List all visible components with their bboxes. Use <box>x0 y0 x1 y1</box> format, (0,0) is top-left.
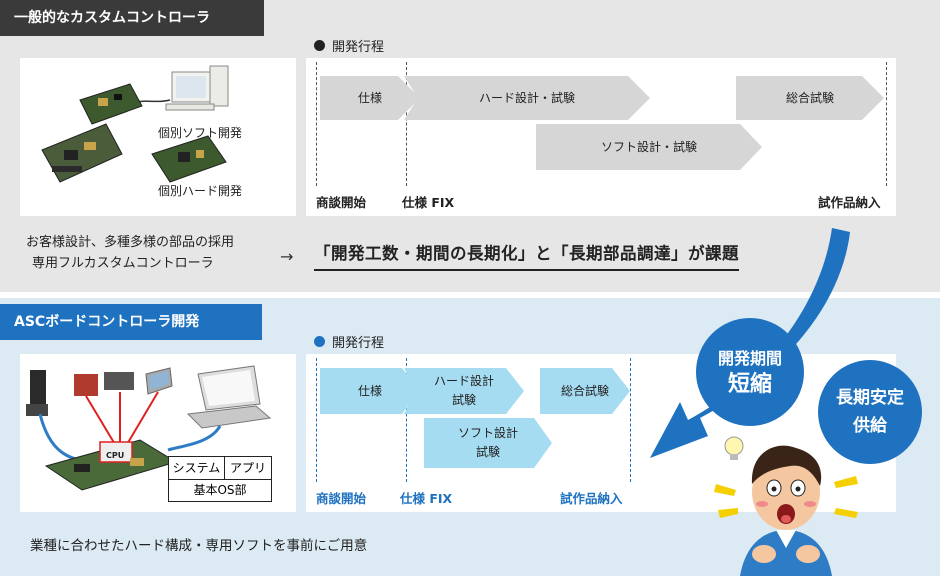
legend-dot-icon <box>314 40 325 51</box>
stack-system: システム <box>169 457 225 480</box>
phase-total: 総合試験 <box>736 76 884 120</box>
stack-os: 基本OS部 <box>193 483 247 497</box>
phase-hard: ハード設計 試験 <box>404 368 524 414</box>
phase-hard-line1: ハード設計 <box>433 374 494 388</box>
phase-soft-line1: ソフト設計 <box>457 426 518 440</box>
legend-label: 開発行程 <box>332 336 385 351</box>
milestone-start: 商談開始 <box>316 491 367 506</box>
milestone-fix: 仕様 FIX <box>402 195 455 210</box>
top-description: お客様設計、多種多様の部品の採用 専用フルカスタムコントローラ <box>26 232 234 274</box>
phase-soft: ソフト設計・試験 <box>536 124 762 170</box>
milestone-delivery: 試作品納入 <box>818 195 881 210</box>
hard-dev-label: 個別ハード開発 <box>158 184 243 198</box>
supply-line1: 長期安定 <box>836 388 904 408</box>
bottom-legend: 開発行程 <box>314 332 384 351</box>
phase-total: 総合試験 <box>540 368 630 414</box>
phase-hard-line2: 試験 <box>451 393 476 407</box>
arrow-right-icon: → <box>280 247 294 266</box>
desc-line: お客様設計、多種多様の部品の採用 <box>26 235 235 250</box>
problem-statement: 「開発工数・期間の長期化」と「長期部品調達」が課題 <box>314 240 739 271</box>
surprised-person-icon <box>714 436 858 576</box>
milestone-line <box>316 62 317 186</box>
legend-dot-icon <box>314 336 325 347</box>
phase-spec: 仕様 <box>320 368 420 414</box>
stack-app: アプリ <box>225 457 271 480</box>
asc-controller-image: CPU システム アプリ 基本OS部 <box>20 354 296 512</box>
legend-label: 開発行程 <box>332 40 385 55</box>
shorten-line1: 開発期間 <box>717 349 782 368</box>
top-timeline: 仕様 ハード設計・試験 ソフト設計・試験 総合試験 商談開始 仕様 FIX 試作… <box>306 58 896 216</box>
software-stack: システム アプリ 基本OS部 <box>168 456 272 502</box>
phase-spec: 仕様 <box>320 76 420 120</box>
conventional-header: 一般的なカスタムコントローラ <box>0 0 264 36</box>
milestone-line <box>406 62 407 186</box>
phase-soft: ソフト設計 試験 <box>424 418 552 468</box>
custom-controller-image: 個別ソフト開発 個別ハード開発 <box>20 58 296 216</box>
top-legend: 開発行程 <box>314 36 384 55</box>
supply-line2: 供給 <box>853 416 887 436</box>
soft-dev-label: 個別ソフト開発 <box>158 126 243 140</box>
milestone-fix: 仕様 FIX <box>400 491 453 506</box>
milestone-line <box>630 358 631 482</box>
desc-line: 専用フルカスタムコントローラ <box>32 256 214 271</box>
shorten-line2: 短縮 <box>727 372 772 397</box>
phase-hard: ハード設計・試験 <box>404 76 650 120</box>
milestone-delivery: 試作品納入 <box>560 491 623 506</box>
bottom-description: 業種に合わせたハード構成・専用ソフトを事前にご用意 <box>30 538 368 554</box>
milestone-line <box>316 358 317 482</box>
milestone-line <box>886 62 887 186</box>
boards-illustration <box>41 65 229 183</box>
asc-header: ASCボードコントローラ開発 <box>0 304 262 340</box>
milestone-line <box>406 358 407 482</box>
asc-illustration <box>26 365 272 491</box>
milestone-start: 商談開始 <box>316 195 367 210</box>
supply-badge: 長期安定 供給 <box>818 360 922 464</box>
cpu-label: CPU <box>106 451 125 460</box>
shorten-badge: 開発期間 短縮 <box>696 318 804 426</box>
phase-soft-line2: 試験 <box>475 445 500 459</box>
